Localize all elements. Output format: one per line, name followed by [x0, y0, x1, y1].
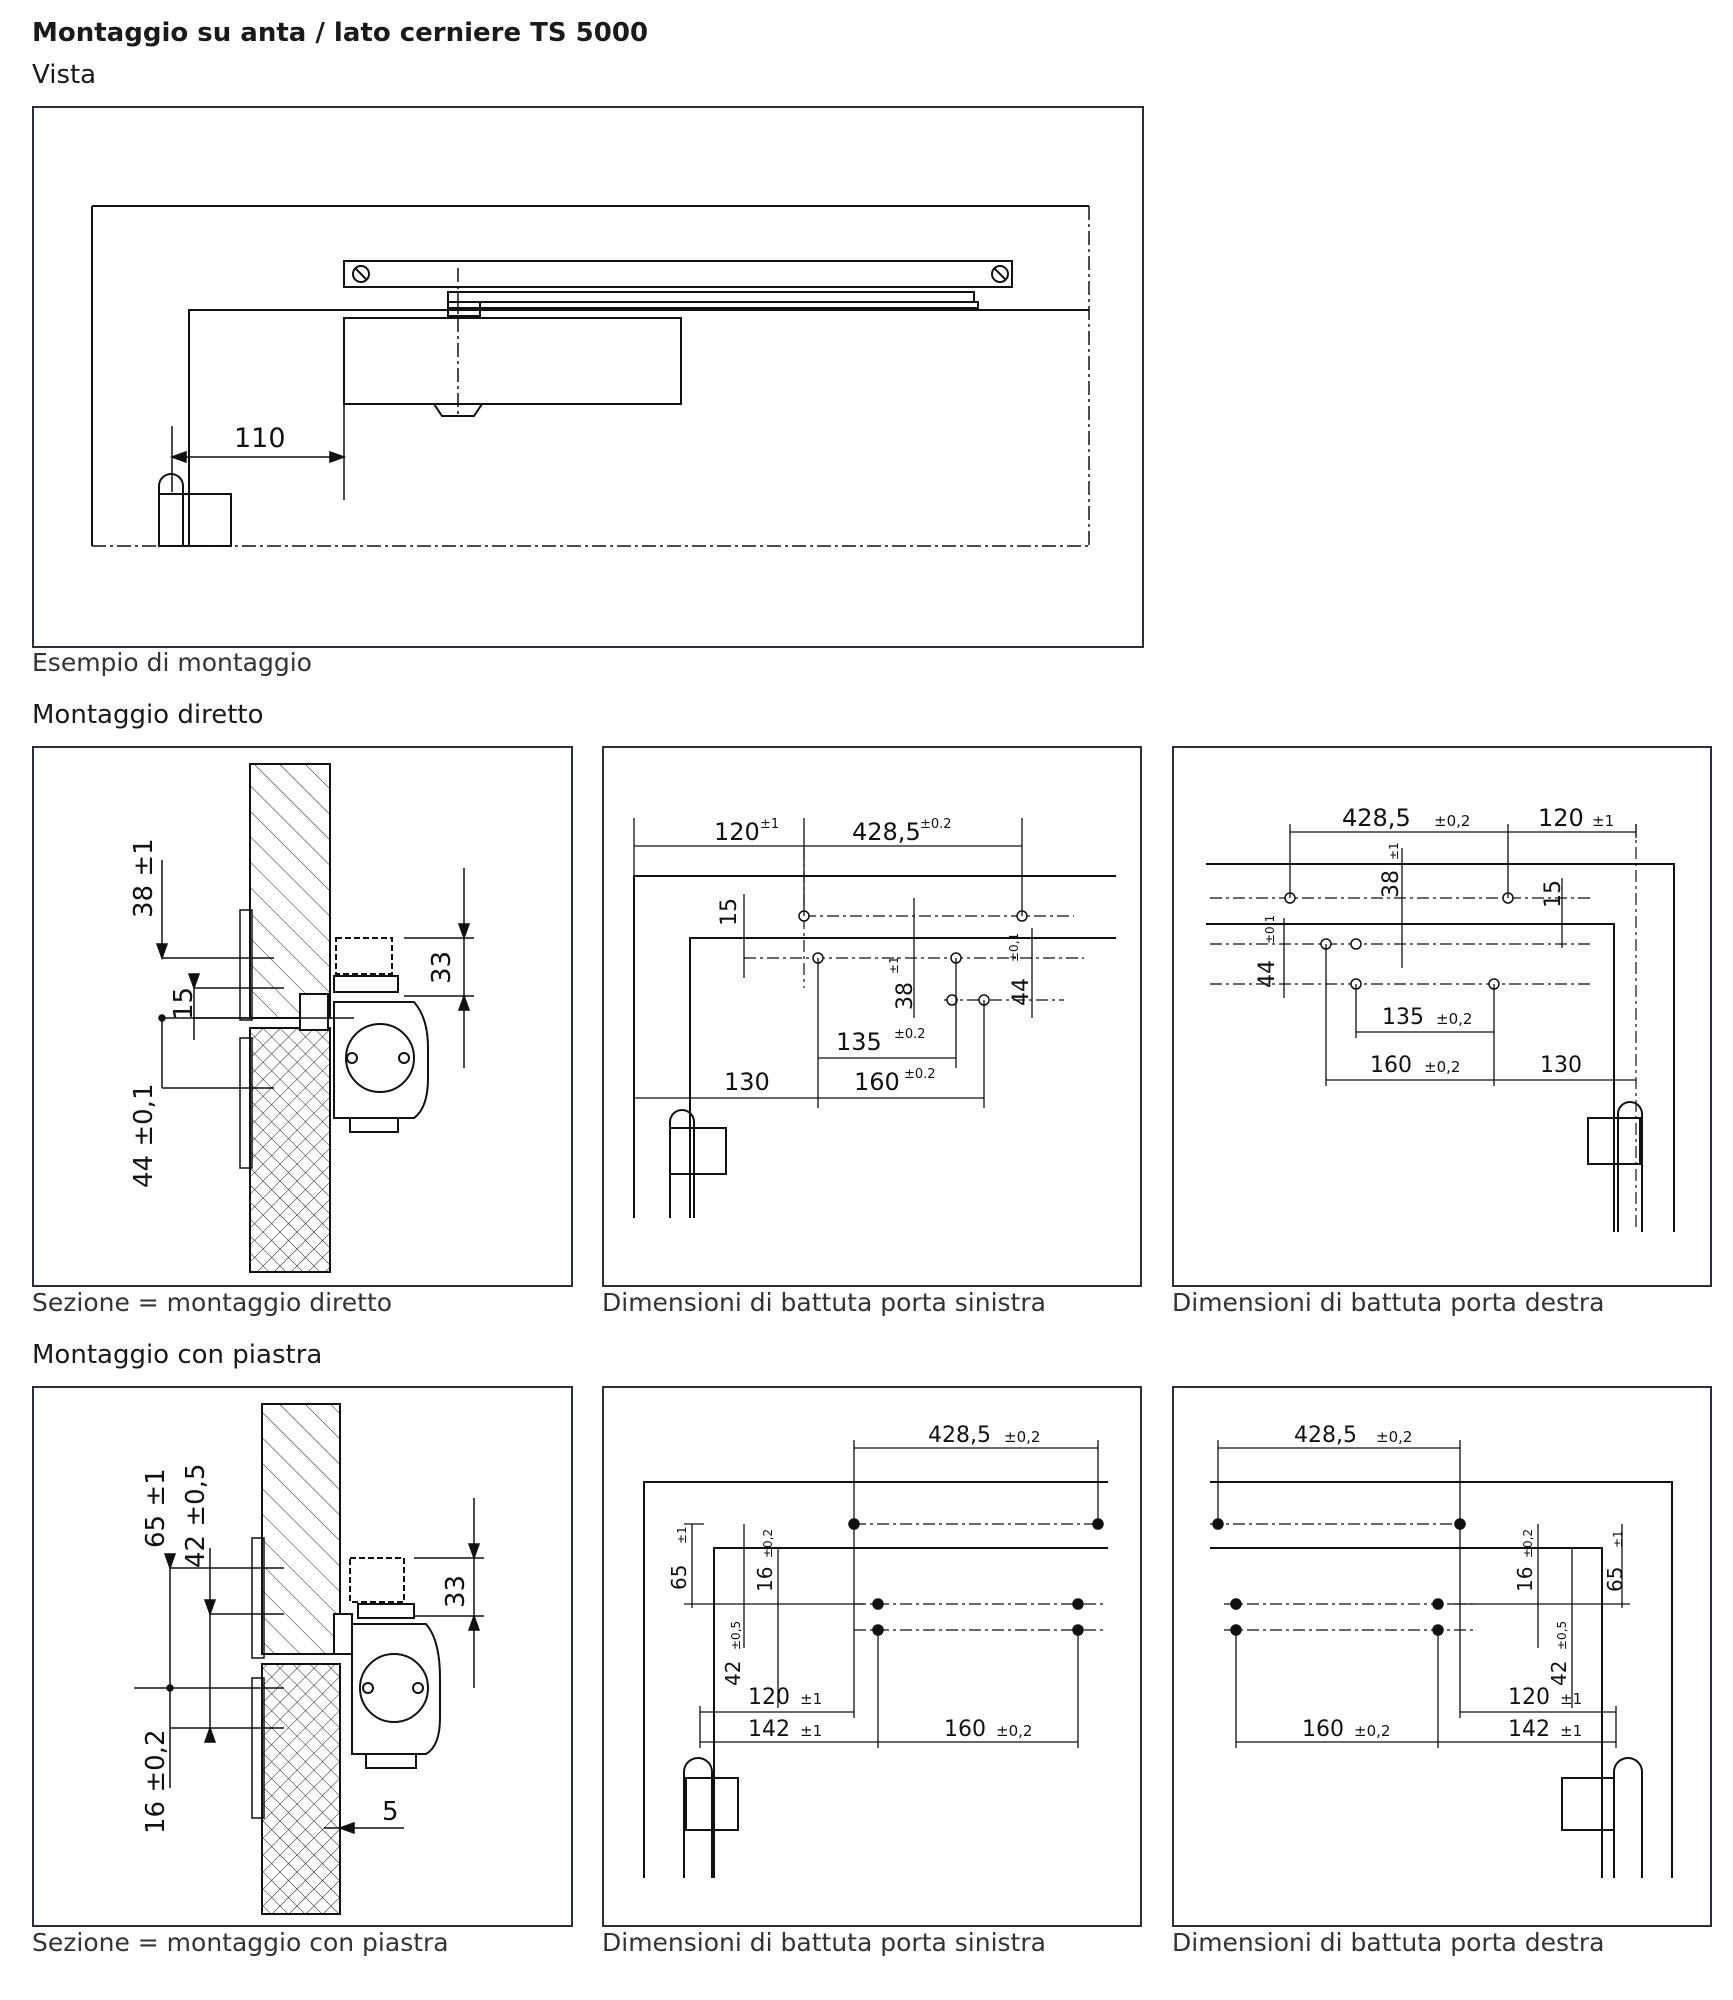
dl-d44: 44: [1009, 978, 1034, 1006]
view-subtitle: Vista: [32, 60, 97, 90]
page-title: Montaggio su anta / lato cerniere TS 500…: [32, 18, 649, 48]
view-dim-110: 110: [234, 423, 286, 454]
plate-section-dim-42: 42 ±0,5: [181, 1464, 211, 1568]
direct-section-dim-33: 33: [427, 951, 457, 984]
plate-right-caption: Dimensioni di battuta porta destra: [1172, 1928, 1605, 1957]
direct-section-dim-38: 38 ±1: [129, 838, 159, 918]
plate-section-panel: 65 ±1 42 ±0,5 33 16 ±0,2 5: [32, 1386, 573, 1927]
pl-t428: ±0,2: [1004, 1428, 1040, 1446]
direct-left-panel: 120 ±1 428,5 ±0.2 15 38 ±1 44 ±0,1 135 ±…: [602, 746, 1142, 1287]
dr-t135: ±0,2: [1436, 1010, 1472, 1028]
dr-t38: ±1: [1387, 842, 1401, 860]
pr-d160: 160: [1302, 1717, 1344, 1742]
dl-d428: 428,5: [852, 818, 921, 846]
direct-left-caption: Dimensioni di battuta porta sinistra: [602, 1288, 1046, 1317]
view-caption: Esempio di montaggio: [32, 648, 312, 677]
plate-left-panel: 428,5 ±0,2 65 ±1 16 ±0,2 42 ±0,5 120 ±1 …: [602, 1386, 1142, 1927]
dl-d160: 160: [854, 1068, 900, 1096]
view-drawing: 110: [91, 205, 1090, 547]
pr-t120: ±1: [1560, 1690, 1582, 1708]
dl-d120: 120: [714, 818, 760, 846]
dr-d130: 130: [1540, 1053, 1582, 1078]
pr-t428: ±0,2: [1376, 1428, 1412, 1446]
view-panel: 110: [32, 106, 1144, 648]
pl-t120: ±1: [800, 1690, 822, 1708]
plate-section-dim-16: 16 ±0,2: [141, 1730, 171, 1834]
dr-d44: 44: [1255, 960, 1280, 988]
pl-d16: 16: [753, 1567, 777, 1592]
pr-d428: 428,5: [1294, 1423, 1357, 1448]
dr-t44: ±0,1: [1263, 915, 1277, 944]
plate-section-drawing: 65 ±1 42 ±0,5 33 16 ±0,2 5: [134, 1403, 484, 1915]
pl-t65: ±1: [675, 1526, 689, 1544]
pr-t65: ±1: [1611, 1530, 1625, 1548]
direct-section-caption: Sezione = montaggio diretto: [32, 1288, 393, 1317]
pl-d42: 42: [721, 1661, 745, 1686]
pr-t160: ±0,2: [1354, 1722, 1390, 1740]
plate-section-dim-5: 5: [382, 1797, 399, 1827]
dr-d120: 120: [1538, 804, 1584, 832]
direct-right-drawing: 428,5 ±0,2 120 ±1 38 ±1 15 44 ±0,1 135 ±…: [1206, 804, 1675, 1232]
plate-section-dim-33: 33: [441, 1575, 471, 1608]
pl-t42: ±0,5: [729, 1621, 743, 1650]
pl-t16: ±0,2: [761, 1529, 775, 1558]
pr-d65: 65: [1603, 1567, 1627, 1592]
dr-d428: 428,5: [1342, 804, 1411, 832]
dl-d15: 15: [717, 898, 742, 926]
plate-left-caption: Dimensioni di battuta porta sinistra: [602, 1928, 1046, 1957]
dl-t160: ±0.2: [904, 1067, 936, 1082]
pl-d142: 142: [748, 1717, 790, 1742]
section-direct-title: Montaggio diretto: [32, 700, 264, 730]
pl-d428: 428,5: [928, 1423, 991, 1448]
dr-d135: 135: [1382, 1005, 1424, 1030]
plate-section-dim-65: 65 ±1: [141, 1468, 171, 1548]
pr-t16: ±0,2: [1521, 1529, 1535, 1558]
dr-d15: 15: [1541, 880, 1566, 908]
direct-section-drawing: 38 ±1 15 33 44 ±0,1: [129, 763, 474, 1273]
pr-t142: ±1: [1560, 1722, 1582, 1740]
pr-d120: 120: [1508, 1685, 1550, 1710]
plate-section-caption: Sezione = montaggio con piastra: [32, 1928, 449, 1957]
pr-d142: 142: [1508, 1717, 1550, 1742]
direct-section-dim-44: 44 ±0,1: [129, 1084, 159, 1188]
dl-t428: ±0.2: [920, 817, 952, 832]
dl-d135: 135: [836, 1028, 882, 1056]
dr-t120: ±1: [1592, 812, 1614, 830]
pl-d160: 160: [944, 1717, 986, 1742]
pr-d42: 42: [1547, 1661, 1571, 1686]
pl-d65: 65: [667, 1565, 691, 1590]
dl-d38: 38: [893, 982, 918, 1010]
dr-d160: 160: [1370, 1053, 1412, 1078]
plate-right-drawing: 428,5 ±0,2 16 ±0,2 65 ±1 42 ±0,5 120 ±1 …: [1210, 1423, 1673, 1878]
dl-t38: ±1: [887, 956, 901, 974]
dl-t135: ±0.2: [894, 1027, 926, 1042]
pl-t142: ±1: [800, 1722, 822, 1740]
direct-section-panel: 38 ±1 15 33 44 ±0,1: [32, 746, 573, 1287]
dl-t120: ±1: [760, 817, 779, 832]
pl-t160: ±0,2: [996, 1722, 1032, 1740]
section-plate-title: Montaggio con piastra: [32, 1340, 323, 1370]
dl-d130: 130: [724, 1068, 770, 1096]
direct-left-drawing: 120 ±1 428,5 ±0.2 15 38 ±1 44 ±0,1 135 ±…: [633, 817, 1116, 1218]
pl-d120: 120: [748, 1685, 790, 1710]
direct-right-caption: Dimensioni di battuta porta destra: [1172, 1288, 1605, 1317]
direct-section-dim-15: 15: [169, 987, 199, 1020]
dr-t160: ±0,2: [1424, 1058, 1460, 1076]
dr-d38: 38: [1379, 870, 1404, 898]
dr-t428: ±0,2: [1434, 812, 1470, 830]
pr-d16: 16: [1513, 1567, 1537, 1592]
dl-t44: ±0,1: [1007, 933, 1021, 962]
plate-right-panel: 428,5 ±0,2 16 ±0,2 65 ±1 42 ±0,5 120 ±1 …: [1172, 1386, 1712, 1927]
pr-t42: ±0,5: [1555, 1621, 1569, 1650]
plate-left-drawing: 428,5 ±0,2 65 ±1 16 ±0,2 42 ±0,5 120 ±1 …: [643, 1423, 1108, 1878]
direct-right-panel: 428,5 ±0,2 120 ±1 38 ±1 15 44 ±0,1 135 ±…: [1172, 746, 1712, 1287]
